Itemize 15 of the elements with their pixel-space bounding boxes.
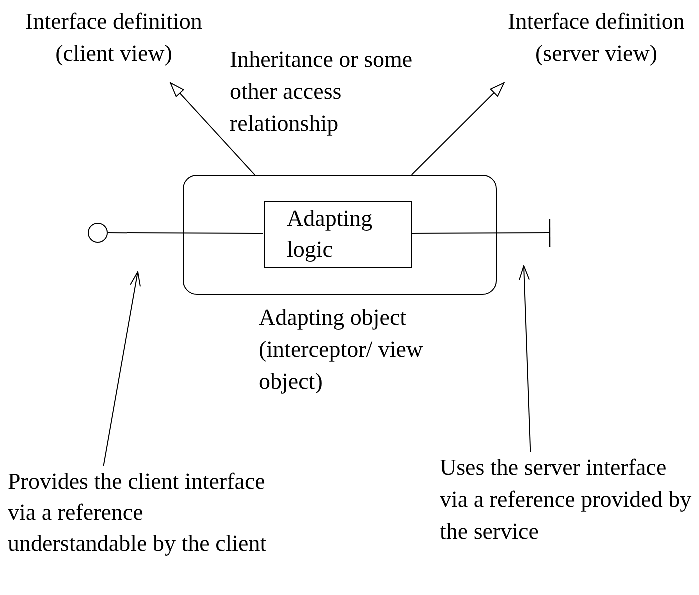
annotation-text: Provides the client interface via a reference understandable by the client xyxy=(8,468,268,558)
connector-line xyxy=(108,232,264,234)
inheritance-arrow xyxy=(411,82,505,176)
annotation-text: Interface definition (server view) xyxy=(507,8,686,68)
relationship-note: Inheritance or some other access relationship xyxy=(230,46,414,138)
inheritance-arrow xyxy=(170,82,256,176)
leader-line xyxy=(103,272,141,466)
connector-line xyxy=(410,218,551,248)
box-text: Adapting logic xyxy=(287,205,374,264)
annotation-text: Uses the server interface via a reference provided by the service xyxy=(440,454,693,546)
interface-circle xyxy=(88,223,108,243)
object-caption: Adapting object (interceptor/ view object) xyxy=(259,304,424,396)
leader-line xyxy=(519,266,532,452)
annotation-text: Interface definition (client view) xyxy=(24,8,204,68)
logic-box xyxy=(264,201,412,268)
